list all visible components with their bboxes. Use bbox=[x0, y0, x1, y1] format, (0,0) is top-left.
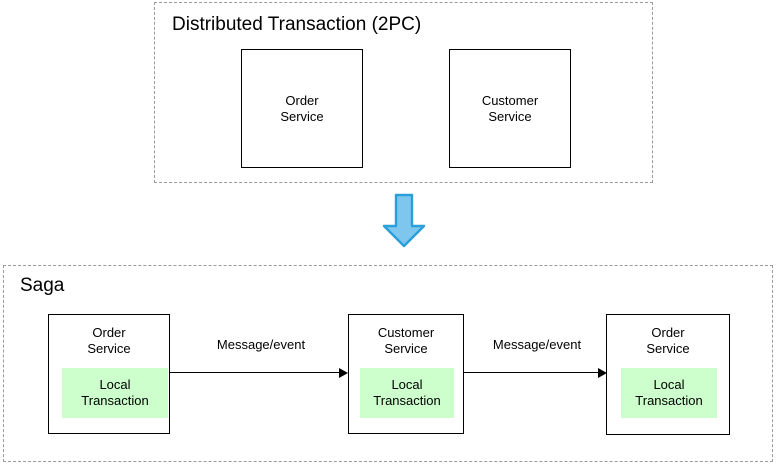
service-box-saga-order-service-1[interactable]: Order Service Local Transaction bbox=[48, 314, 170, 434]
service-label-customer-service-2pc: Customer Service bbox=[481, 92, 539, 124]
message-arrow-1-head bbox=[339, 367, 348, 378]
connector-label-1: Message/event bbox=[216, 337, 306, 352]
group-saga-title: Saga bbox=[20, 275, 65, 296]
group-saga bbox=[3, 265, 773, 462]
message-arrow-1-line bbox=[170, 372, 340, 374]
local-transaction-badge-order-service-2: Local Transaction bbox=[621, 368, 717, 418]
service-label-saga-order-service-2: Order Service bbox=[646, 325, 690, 356]
message-arrow-2 bbox=[464, 367, 608, 379]
message-arrow-2-head bbox=[598, 367, 607, 378]
connector-label-2: Message/event bbox=[492, 337, 582, 352]
service-box-customer-service-2pc[interactable]: Customer Service bbox=[449, 49, 571, 168]
down-arrow-icon bbox=[381, 193, 427, 249]
service-label-saga-order-service-1: Order Service bbox=[87, 325, 131, 356]
service-box-order-service-2pc[interactable]: Order Service bbox=[241, 49, 363, 168]
service-box-saga-customer-service[interactable]: Customer Service Local Transaction bbox=[348, 314, 464, 434]
service-label-saga-customer-service: Customer Service bbox=[377, 325, 435, 356]
local-transaction-badge-order-service-1: Local Transaction bbox=[62, 368, 168, 418]
service-label-order-service-2pc: Order Service bbox=[280, 92, 324, 124]
group-distributed-transaction-title: Distributed Transaction (2PC) bbox=[172, 14, 422, 35]
service-box-saga-order-service-2[interactable]: Order Service Local Transaction bbox=[606, 314, 730, 435]
message-arrow-1 bbox=[170, 367, 348, 379]
message-arrow-2-line bbox=[464, 372, 599, 374]
local-transaction-badge-customer-service: Local Transaction bbox=[360, 368, 454, 418]
group-distributed-transaction bbox=[154, 2, 653, 183]
